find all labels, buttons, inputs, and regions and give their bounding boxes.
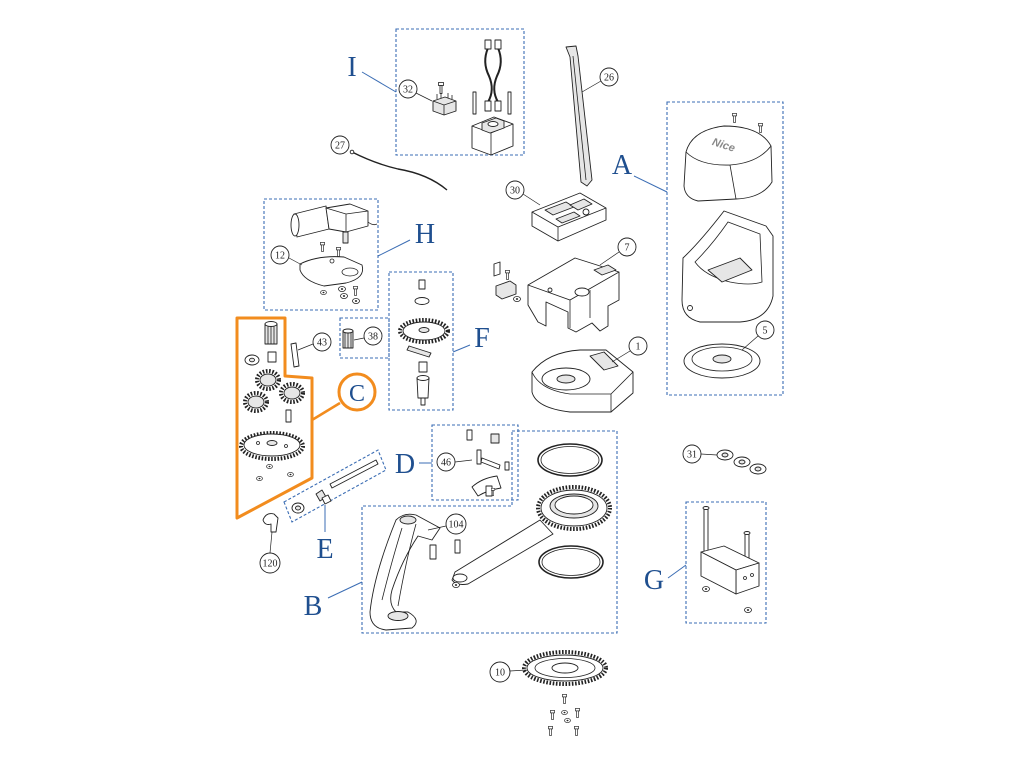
callout-27: 27 [330,135,350,155]
group-h-leader [377,239,411,257]
o-ring-bottom [538,545,604,579]
release-parts [466,429,510,497]
part-number-31: 31 [687,450,697,461]
part-38-box [339,317,390,359]
part-number-120: 120 [263,559,278,570]
motor [290,203,378,257]
gear-train [239,321,305,481]
group-i-leader [361,71,397,93]
callout-5: 5 [741,320,775,351]
part-31-washers: 31 [682,444,767,475]
group-c-leader [311,401,341,422]
output-gear-assembly [398,279,450,406]
part-7-frame: 7 [493,237,637,333]
part-12-gasket-plate: 12 [270,245,364,304]
part-number-1: 1 [636,342,641,353]
callout-1: 1 [611,336,648,363]
callout-104: 104 [427,513,467,535]
group-a-box [666,101,784,396]
callout-31: 31 [682,444,718,464]
group-a-leader [633,175,668,193]
group-c-label: C [349,381,365,407]
group-e-box [283,449,387,523]
group-d: D 46 [395,424,519,501]
group-f-leader [452,344,471,353]
group-g-box [685,501,767,624]
group-h-label: H [415,219,435,250]
group-c: C [235,316,377,520]
callout-12: 12 [270,245,303,266]
group-c-outline [235,316,314,520]
part-104-arm: 104 [369,513,467,631]
part-number-30: 30 [510,186,520,197]
transformer [471,116,514,156]
group-i-label: I [347,52,356,83]
part-38-group: 38 [339,317,390,359]
group-i: I 32 [347,28,525,156]
group-g-label: G [644,565,664,596]
callout-10: 10 [489,661,527,683]
part-number-104: 104 [449,520,464,531]
group-a-label: A [612,150,633,181]
disc-screws [548,694,580,736]
group-f: F [388,271,490,411]
group-d-box [431,424,519,501]
part-38-pinion [342,328,354,349]
callout-46: 46 [436,452,473,472]
group-h: H 12 [263,198,435,311]
part-number-43: 43 [317,338,327,349]
group-f-label: F [474,323,490,354]
callout-38: 38 [353,326,383,346]
o-ring-top [537,443,603,477]
group-b: B 104 [304,430,618,634]
part-30-control-board: 30 [505,180,607,242]
mounting-bracket [700,506,760,613]
part-1-base: 1 [531,336,648,413]
part-number-26: 26 [604,73,614,84]
group-b-label: B [304,591,323,622]
part-number-32: 32 [403,85,413,96]
group-b-box [361,430,618,634]
part-number-27: 27 [335,141,345,152]
group-c-label-ring [337,372,377,412]
part-43-pin: 43 [290,332,332,368]
group-g: G [644,501,767,624]
part-number-7: 7 [625,243,630,254]
part-32-terminal-block [432,82,457,116]
callout-30: 30 [505,180,541,206]
group-e-label: E [316,534,333,565]
housing [681,210,774,323]
part-5-disc: 5 [683,320,775,379]
callout-120: 120 [259,531,281,574]
callout-32: 32 [398,79,433,102]
group-h-box [263,198,379,311]
part-number-12: 12 [275,251,285,262]
part-10-encoder-disc: 10 [489,650,608,736]
limit-switch-parts [493,261,521,302]
callout-7: 7 [599,237,637,266]
group-e: E [283,449,387,565]
group-b-leader [327,581,363,599]
part-number-38: 38 [368,332,378,343]
part-27-wire: 27 [330,135,448,191]
part-120-key: 120 [259,513,281,574]
part-number-46: 46 [441,458,451,469]
group-a: A Nice 5 [612,101,784,396]
wire-harness [472,39,512,115]
callout-43: 43 [297,332,332,352]
part-number-5: 5 [763,326,768,337]
top-cover: Nice [683,113,773,202]
callout-26: 26 [581,67,619,93]
part-number-10: 10 [495,668,505,679]
release-shaft [291,459,379,514]
drive-arm [451,485,612,588]
part-26-rod: 26 [565,45,619,187]
group-d-label: D [395,449,415,480]
group-g-leader [667,564,687,579]
